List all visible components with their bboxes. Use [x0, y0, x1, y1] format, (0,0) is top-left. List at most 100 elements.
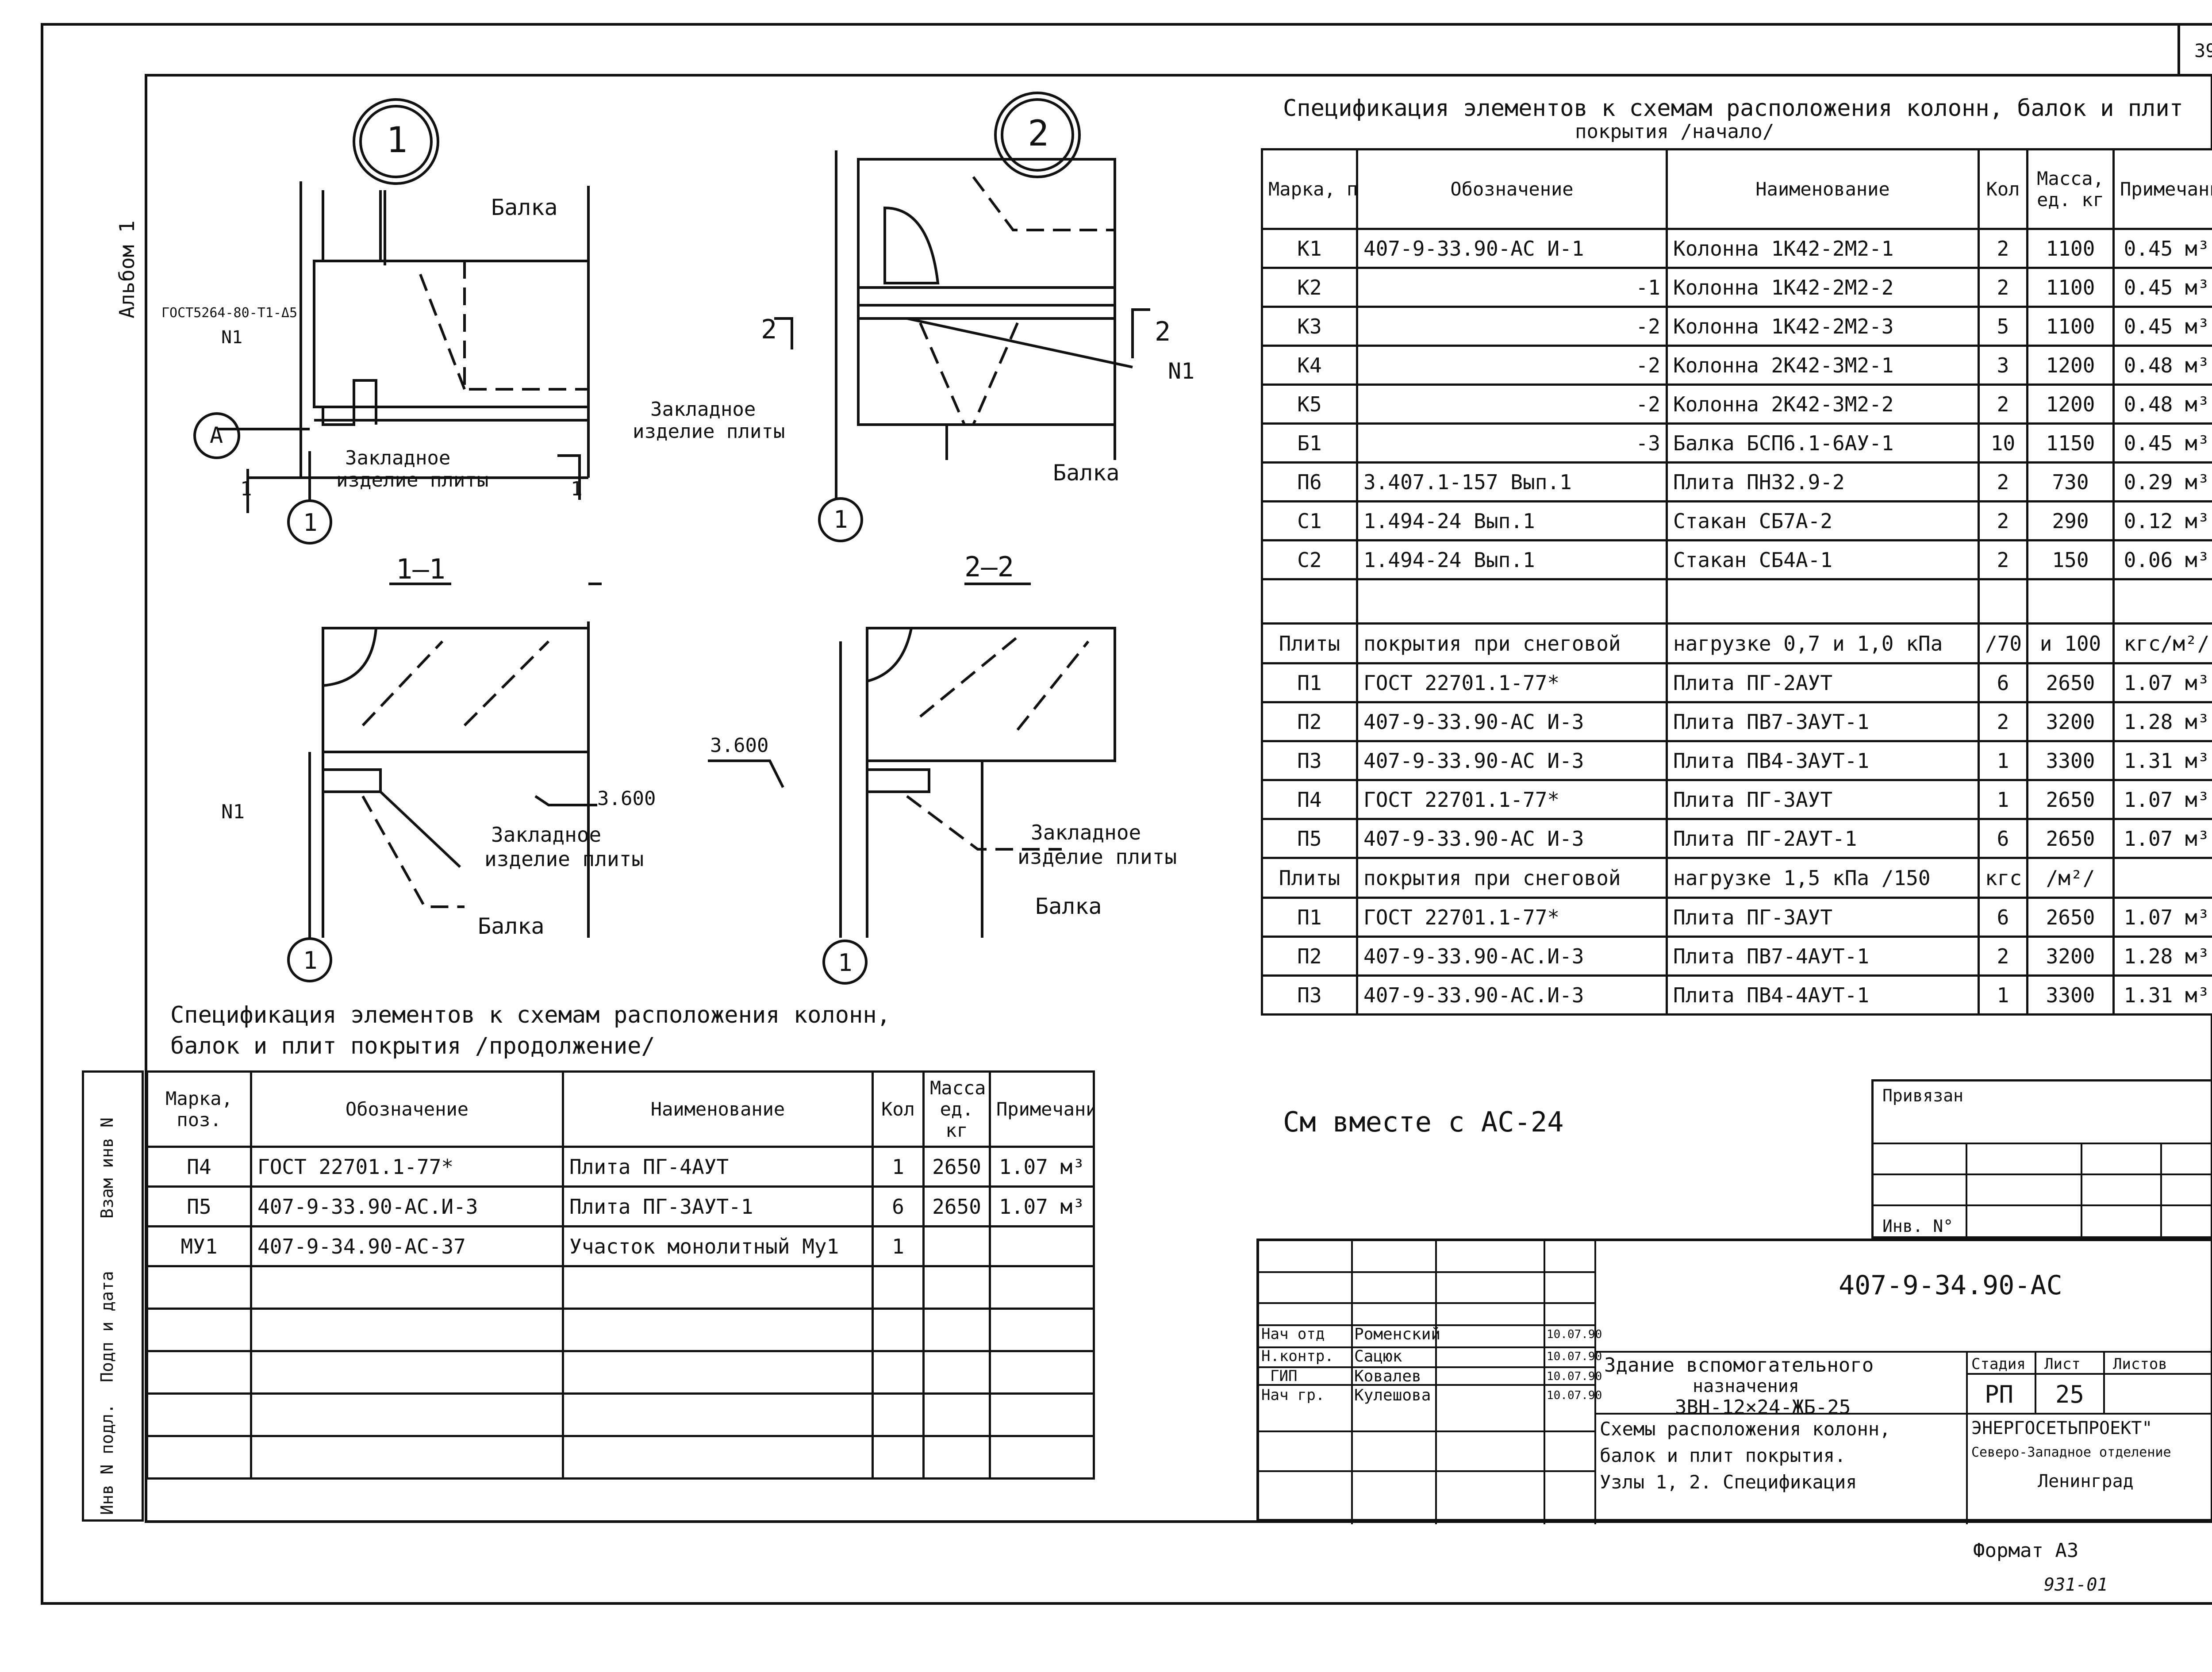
table-cell: П2 — [1261, 936, 1358, 977]
section-2-2-level: 3.600 — [710, 734, 769, 757]
table-cell: 2 — [1978, 539, 2028, 580]
node-1-number: 1 — [386, 119, 408, 161]
table-cell: 3200 — [2026, 701, 2115, 742]
table-cell: П3 — [1261, 974, 1358, 1016]
table-cell: 2650 — [2026, 662, 2115, 703]
header-designation: Обозначение — [1356, 148, 1668, 230]
table-cell: Плиты — [1261, 857, 1358, 899]
spec-cont-title-line1: Спецификация элементов к схемам располож… — [170, 1002, 891, 1028]
table-cell: Плита ПВ4-3АУТ-1 — [1666, 740, 1980, 781]
table-cell: 1.07 м³ — [2112, 779, 2212, 820]
table-row-empty — [146, 1265, 1095, 1310]
table-cell: кгс — [1978, 857, 2028, 899]
table-cell: Плиты — [1261, 622, 1358, 664]
table-cell: Колонна 1К42-2М2-3 — [1666, 306, 1980, 347]
section-1-1-title: 1–1 — [396, 553, 445, 585]
axis-a-circle — [193, 412, 240, 459]
node-1-gost-label: ГОСТ5264-80-Т1-Δ5 — [161, 305, 298, 321]
table-cell: Плита ПВ7-3АУТ-1 — [1666, 701, 1980, 742]
table-cell — [922, 1435, 991, 1480]
table-cell: Плита ПГ-3АУТ-1 — [562, 1185, 874, 1227]
drawing-title-line2: балок и плит покрытия. — [1600, 1445, 1846, 1466]
table-cell: -1 — [1356, 267, 1668, 308]
table-cell — [922, 1308, 991, 1352]
node-2-embed-label-2: изделие плиты — [633, 420, 785, 443]
table-cell: 2 — [1978, 936, 2028, 977]
section-2-2-graphic — [708, 583, 1116, 985]
section-1-1-embed-label-1: Закладное — [491, 823, 602, 847]
table-cell: 1.494-24 Вып.1 — [1356, 539, 1668, 580]
table-cell: 407-9-33.90-АС И-1 — [1356, 228, 1668, 269]
table-cell: Участок монолитный Му1 — [562, 1225, 874, 1267]
table-cell: Стакан СБ4А-1 — [1666, 539, 1980, 580]
table-cell: Балка БСП6.1-6АУ-1 — [1666, 422, 1980, 464]
spec-main-header-row: Марка, поз Обозначение Наименование Кол … — [1261, 148, 2212, 230]
spec-cont-table: Марка, поз. Обозначение Наименование Кол… — [146, 1070, 1095, 1480]
spec-main-table: Марка, поз Обозначение Наименование Кол … — [1261, 148, 2212, 1016]
table-cell: 2 — [1978, 461, 2028, 502]
section-1-1-beam-label: Балка — [478, 913, 545, 939]
table-cell: Плита ПГ-3АУТ — [1666, 779, 1980, 820]
table-row-empty — [146, 1392, 1095, 1437]
table-cell — [562, 1265, 874, 1310]
table-cell — [1356, 578, 1668, 625]
table-cell: 1.07 м³ — [989, 1185, 1095, 1227]
table-cell: 2 — [1978, 701, 2028, 742]
table-cell — [562, 1435, 874, 1480]
table-cell: 1 — [1978, 740, 2028, 781]
org-line1: ЭНЕРГОСЕТЬПРОЕКТ" — [1971, 1418, 2153, 1438]
table-cell: 0.48 м³ — [2112, 383, 2212, 425]
section-2-2-beam-label: Балка — [1035, 894, 1102, 919]
node-2-axis-circle — [818, 497, 863, 542]
tied-block: Привязан Инв. N° — [1871, 1079, 2212, 1241]
section-1-1-axis-circle — [287, 937, 332, 982]
table-cell: 1100 — [2026, 267, 2115, 308]
table-cell: П4 — [146, 1146, 252, 1188]
table-cell: МУ1 — [146, 1225, 252, 1267]
title-block: 407-9-34.90-АС Нач отд Роменский 10.07.9… — [1256, 1239, 2212, 1524]
table-row-empty — [146, 1308, 1095, 1352]
table-cell — [146, 1265, 252, 1310]
table-cell: 290 — [2026, 500, 2115, 541]
sheet-value: 25 — [2055, 1381, 2085, 1408]
node-2-embed-label-1: Закладное — [650, 398, 756, 421]
table-cell: К2 — [1261, 267, 1358, 308]
table-cell: 1100 — [2026, 306, 2115, 347]
table-cell: П3 — [1261, 740, 1358, 781]
table-cell: 407-9-34.90-АС-37 — [250, 1225, 564, 1267]
table-cell: 2650 — [922, 1146, 991, 1188]
tied-inv-label: Инв. N° — [1882, 1216, 1954, 1236]
table-cell: 1 — [1978, 779, 2028, 820]
table-cell: 2 — [1978, 267, 2028, 308]
table-cell — [872, 1265, 925, 1310]
table-cell: Плита ПГ-2АУТ — [1666, 662, 1980, 703]
table-cell: -3 — [1356, 422, 1668, 464]
table-cell — [989, 1350, 1095, 1395]
table-cell: С1 — [1261, 500, 1358, 541]
table-cell: 3.407.1-157 Вып.1 — [1356, 461, 1668, 502]
table-cell: ГОСТ 22701.1-77* — [1356, 779, 1668, 820]
section-1-1-embed-label-2: изделие плиты — [484, 847, 644, 871]
table-cell: 1 — [1978, 974, 2028, 1016]
table-cell: Плита ПГ-3АУТ — [1666, 897, 1980, 938]
sheet-number: 39 — [2194, 40, 2212, 61]
table-cell: П5 — [146, 1185, 252, 1227]
section-2-2-axis-1: 1 — [838, 949, 853, 977]
table-row-empty — [146, 1350, 1095, 1395]
table-cell: 1.494-24 Вып.1 — [1356, 500, 1668, 541]
node-1-n1-label: N1 — [221, 327, 243, 348]
table-cell: К5 — [1261, 383, 1358, 425]
table-cell: С2 — [1261, 539, 1358, 580]
table-cell — [562, 1350, 874, 1395]
table-cell — [922, 1225, 991, 1267]
table-cell: покрытия при снеговой — [1356, 622, 1668, 664]
left-margin-stamp: Инв N подл. Подп и дата Взам инв N — [82, 1070, 144, 1522]
section-1-1-level: 3.600 — [597, 787, 656, 810]
